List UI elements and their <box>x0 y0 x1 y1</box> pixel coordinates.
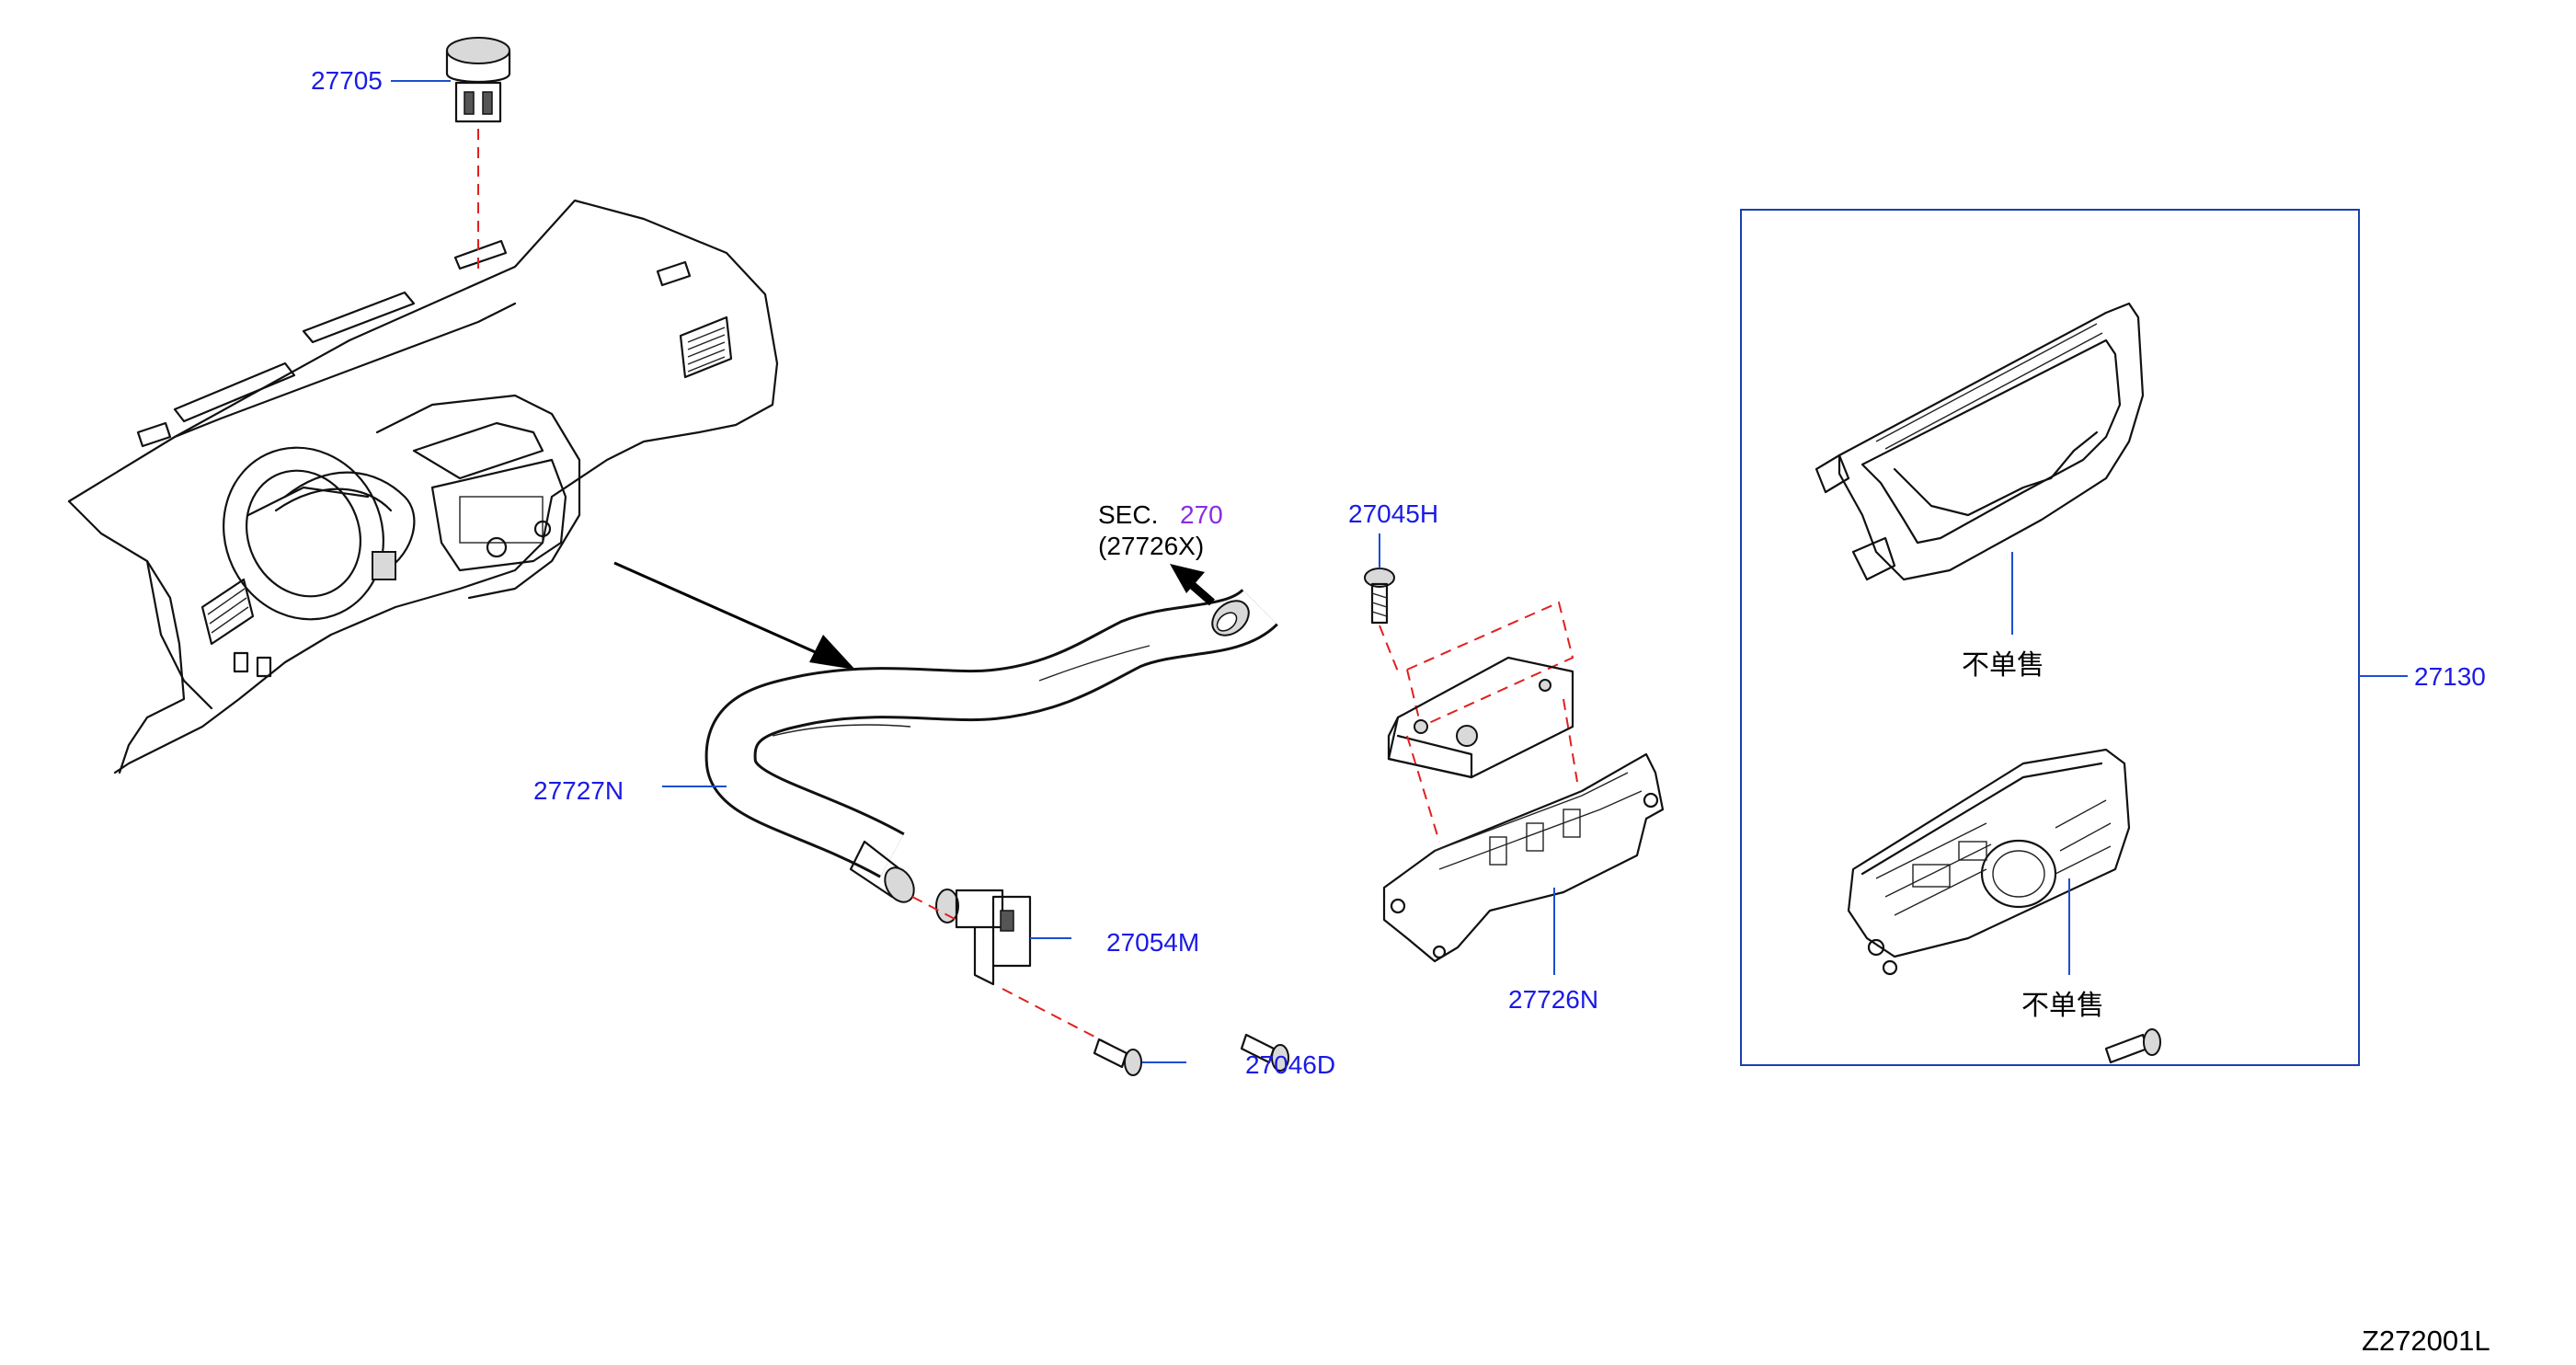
screw-27046D-illustration <box>1093 1033 1289 1076</box>
bezel-illustration <box>1815 302 2145 581</box>
not-sold-separately-label-1: 不单售 <box>1962 649 2044 682</box>
dashboard-illustration <box>67 199 779 774</box>
callout-27705: 27705 <box>311 66 383 95</box>
hose-27727N-illustration <box>704 587 1278 903</box>
not-sold-separately-label-2: 不单售 <box>2021 990 2104 1022</box>
sensor-27054M-illustration <box>935 889 1032 986</box>
control-panel-illustration <box>1847 748 2131 976</box>
amplifier-illustration <box>1387 656 1574 779</box>
section-ref-prefix: SEC. <box>1098 500 1158 529</box>
bracket-27726N-illustration <box>1382 752 1665 963</box>
callout-27045H: 27045H <box>1348 499 1438 528</box>
callout-27726N: 27726N <box>1508 985 1598 1014</box>
section-ref-part: (27726X) <box>1098 532 1204 560</box>
diagram-id: Z272001L <box>2362 1325 2490 1357</box>
detail-arrow <box>613 561 855 670</box>
frame-screw-illustration <box>2104 1028 2161 1064</box>
screw-27045H-illustration <box>1364 568 1395 625</box>
part-27705-illustration <box>445 37 511 123</box>
section-ref-number: 270 <box>1180 500 1223 529</box>
callout-27054M: 27054M <box>1106 928 1199 957</box>
callout-27130: 27130 <box>2414 662 2486 691</box>
callout-27046D: 27046D <box>1245 1050 1335 1079</box>
callout-27727N: 27727N <box>533 776 624 805</box>
section-arrow <box>1170 564 1215 606</box>
